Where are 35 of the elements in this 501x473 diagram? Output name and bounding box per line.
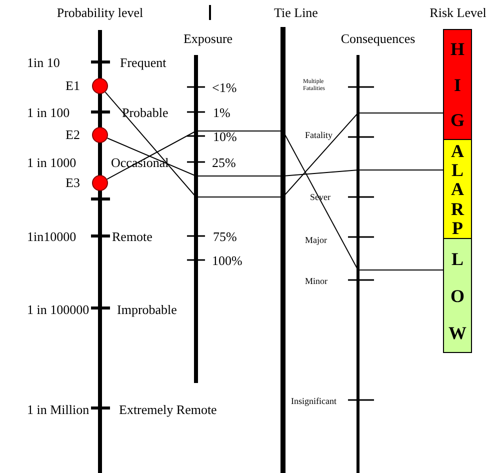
scale-label: <1% bbox=[212, 80, 237, 94]
scale-label: 10% bbox=[213, 130, 237, 142]
scale-label: Improbable bbox=[117, 302, 177, 316]
scale-label: 1 in 100000 bbox=[27, 302, 90, 316]
event-label: E3 bbox=[66, 176, 80, 189]
event-label: E2 bbox=[66, 128, 80, 141]
scale-label: Frequent bbox=[120, 56, 166, 68]
scale-label: Insignificant bbox=[291, 396, 336, 406]
scale-label: Fatality bbox=[305, 130, 332, 140]
scale-label: 1 in Million bbox=[27, 402, 90, 416]
tie-line-connector bbox=[106, 130, 444, 270]
scale-label: 1% bbox=[213, 106, 230, 118]
axis-title: Tie Line bbox=[274, 6, 318, 18]
scale-label: Major bbox=[305, 236, 327, 244]
scale-label: Remote bbox=[112, 230, 152, 242]
axis-title: Risk Level bbox=[430, 6, 486, 18]
scale-label: 1in10000 bbox=[27, 230, 76, 242]
scale-label: 75% bbox=[213, 230, 237, 242]
event-label: E1 bbox=[66, 79, 80, 92]
tie-line-connector bbox=[104, 92, 444, 198]
axis-title: Consequences bbox=[340, 32, 416, 44]
scale-label: 100% bbox=[212, 254, 242, 266]
risk-band: L O W bbox=[443, 238, 472, 353]
tie-line-connector bbox=[106, 138, 444, 176]
scale-label: Minor bbox=[305, 276, 328, 286]
scale-label: Probable bbox=[122, 106, 168, 118]
scale-label: 1 in 1000 bbox=[27, 156, 76, 168]
scale-label: 25% bbox=[212, 156, 236, 168]
axis-title: Probability level bbox=[56, 6, 144, 18]
scale-label: Extremely Remote bbox=[119, 402, 217, 416]
axis-title: Exposure bbox=[183, 32, 233, 44]
scale-label: 1in 10 bbox=[27, 56, 60, 68]
risk-band: A L A R P bbox=[443, 139, 472, 239]
risk-band: H I G bbox=[443, 29, 472, 140]
scale-label: 1 in 100 bbox=[27, 106, 70, 118]
